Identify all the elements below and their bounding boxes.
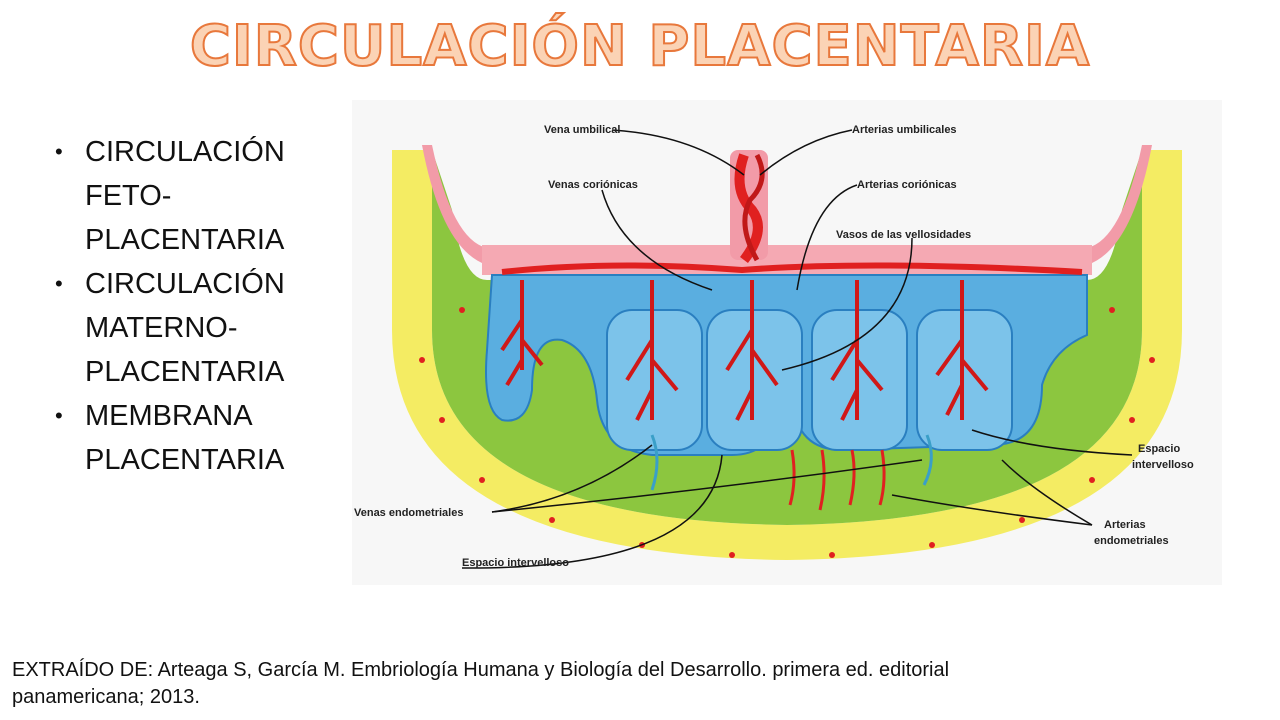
- label-venas-endometriales: Venas endometriales: [354, 507, 463, 519]
- cotyledon-1: [606, 309, 703, 451]
- maternal-spiral-dots: [419, 307, 1155, 558]
- leader-lines: [461, 129, 1133, 569]
- chorionic-vessels: [501, 262, 1083, 275]
- bullet-item-membrana-placentaria: • MEMBRANA PLACENTARIA: [52, 394, 312, 482]
- placenta-diagram: Vena umbilical Arterias umbilicales Vena…: [352, 100, 1222, 585]
- label-venas-corionicas: Venas coriónicas: [548, 179, 638, 191]
- bullet-item-materno-placentaria: • CIRCULACIÓN MATERNO- PLACENTARIA: [52, 262, 312, 394]
- cotyledon-3: [811, 309, 908, 451]
- label-arterias-endometriales-2: endometriales: [1094, 535, 1169, 547]
- slide-title: CIRCULACIÓN PLACENTARIA: [189, 13, 1091, 80]
- endometrial-veins: [650, 434, 933, 491]
- umbilical-vein: [734, 153, 763, 264]
- label-espacio-intervelloso-bottom: Espacio intervelloso: [462, 557, 569, 569]
- bullet-item-feto-placentaria: • CIRCULACIÓN FETO- PLACENTARIA: [52, 130, 312, 262]
- endometrial-arteries: [788, 449, 886, 511]
- label-arterias-endometriales-1: Arterias: [1104, 519, 1146, 531]
- cotyledon-4: [916, 309, 1013, 451]
- villous-trees: [500, 280, 989, 421]
- citation: EXTRAÍDO DE: Arteaga S, García M. Embrio…: [12, 659, 950, 708]
- umbilical-artery: [742, 153, 765, 262]
- label-espacio-intervelloso-right-2: intervelloso: [1132, 459, 1194, 471]
- cotyledon-2: [706, 309, 803, 451]
- label-vena-umbilical: Vena umbilical: [544, 124, 620, 136]
- label-vasos-vellosidades: Vasos de las vellosidades: [836, 229, 971, 241]
- bullet-list: • CIRCULACIÓN FETO- PLACENTARIA • CIRCUL…: [52, 130, 312, 482]
- bullet-icon: •: [55, 139, 63, 164]
- label-arterias-corionicas: Arterias coriónicas: [857, 179, 957, 191]
- bullet-icon: •: [55, 403, 63, 428]
- label-espacio-intervelloso-right-1: Espacio: [1138, 443, 1180, 455]
- label-arterias-umbilicales: Arterias umbilicales: [852, 124, 957, 136]
- bullet-icon: •: [55, 271, 63, 296]
